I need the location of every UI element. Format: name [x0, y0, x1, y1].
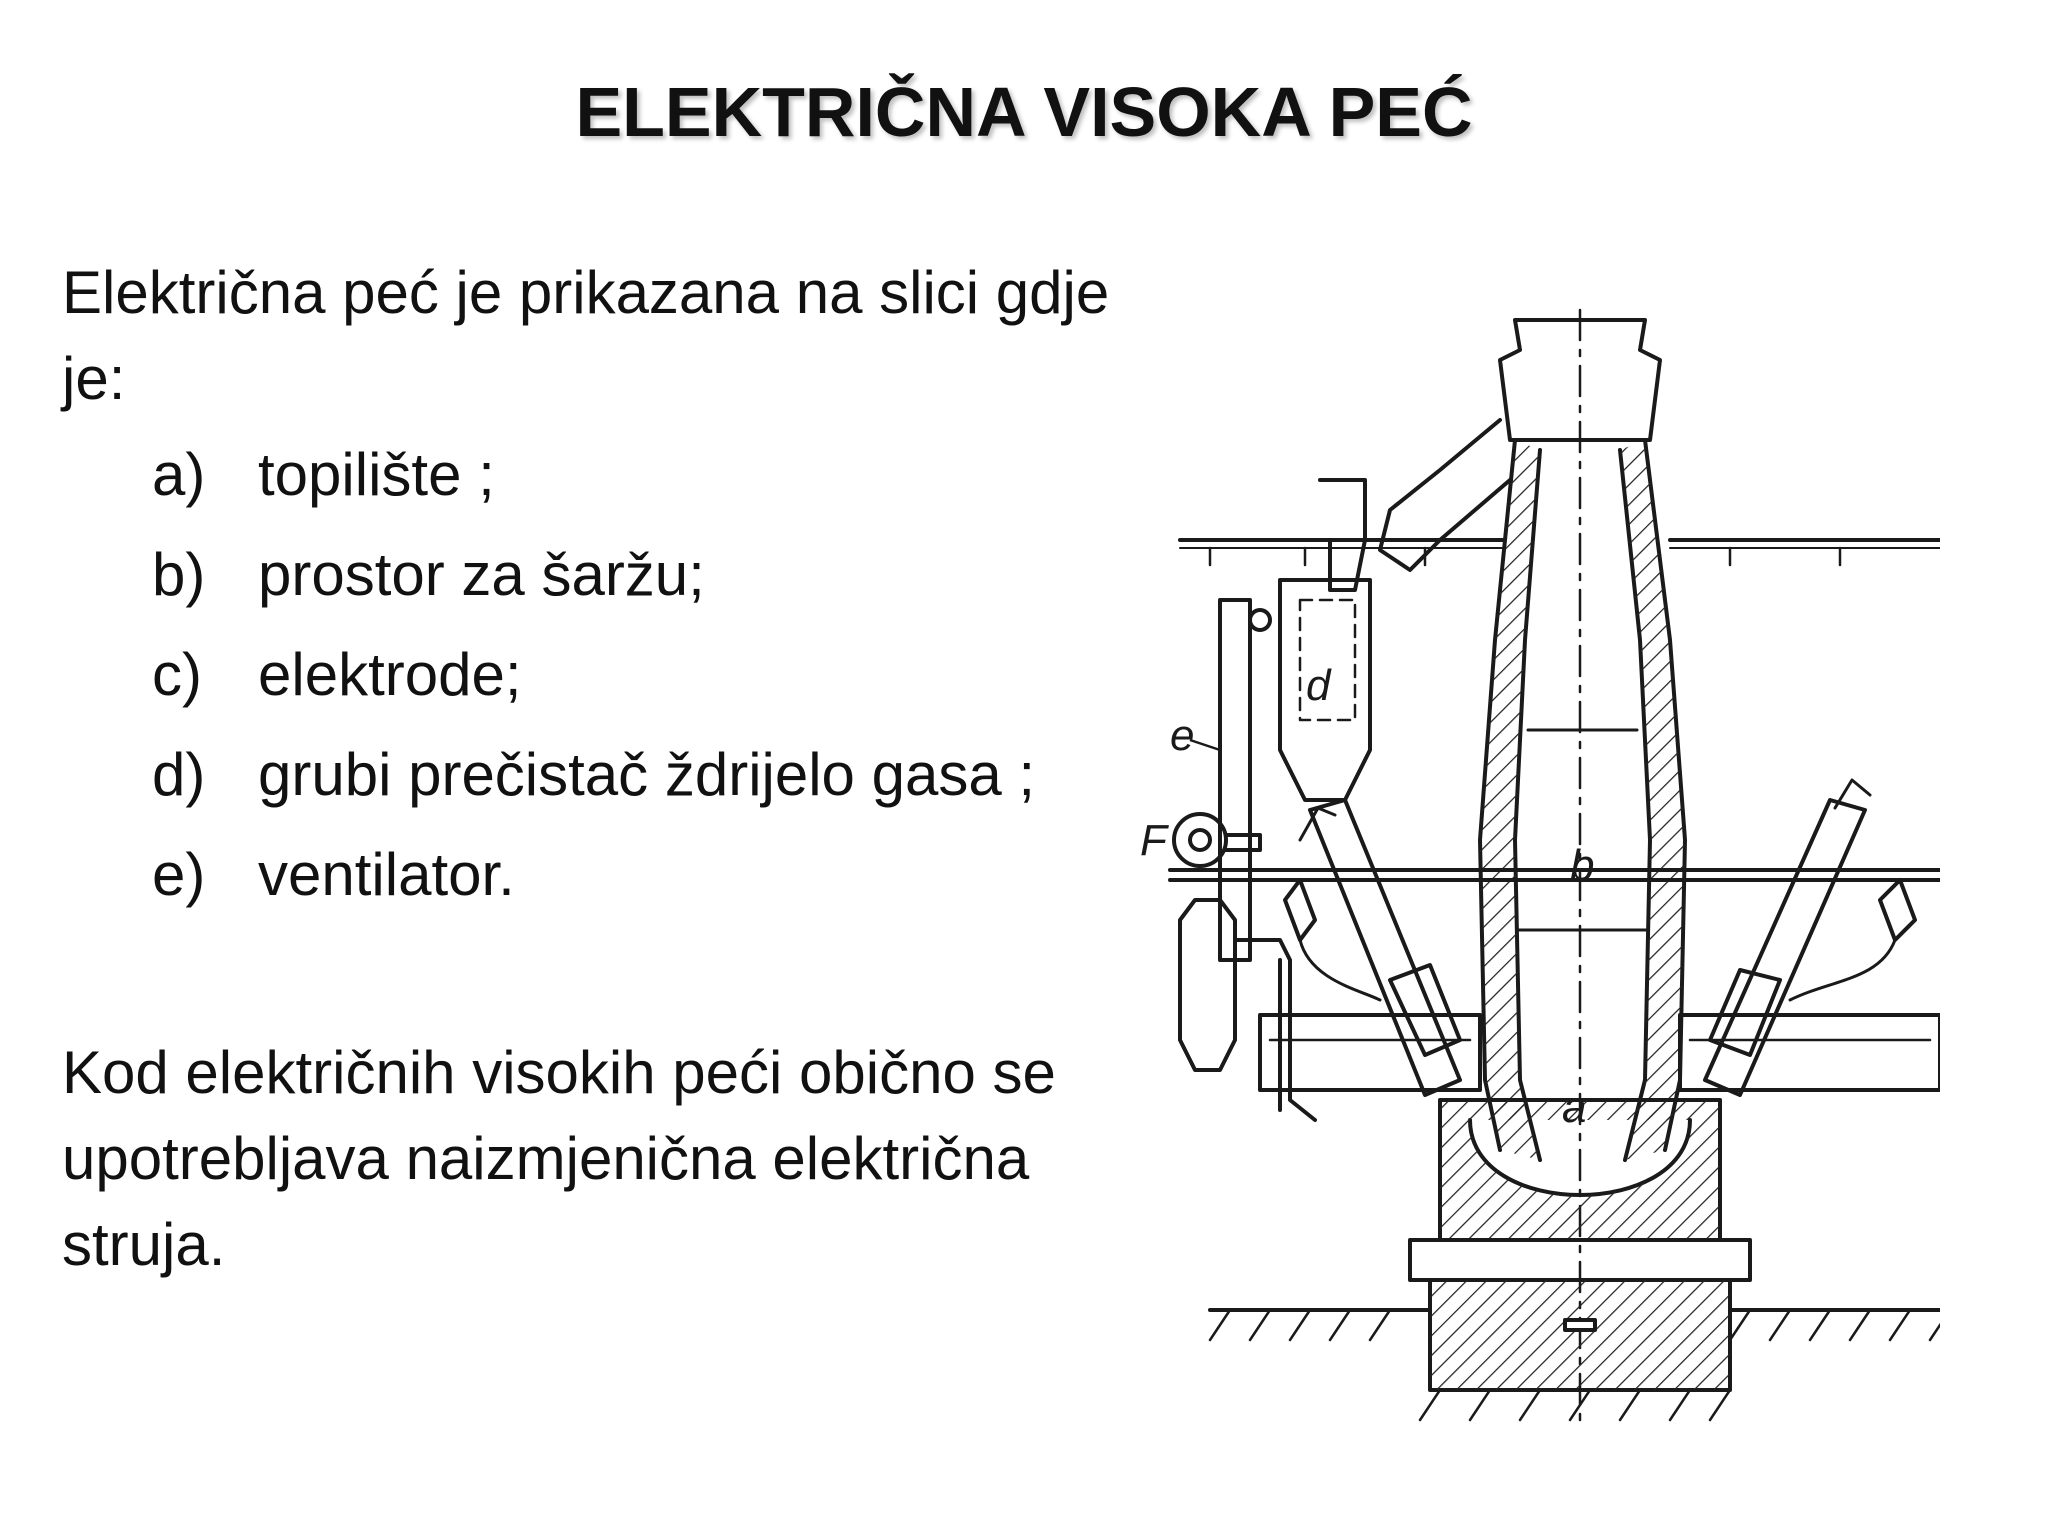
- hearth-base: [1408, 1238, 1752, 1282]
- lower-platform: [1168, 868, 1940, 882]
- list-item: e) ventilator.: [152, 832, 1035, 932]
- component-list: a) topilište ; b) prostor za šaržu; c) elek…: [152, 432, 1035, 932]
- list-marker: b): [152, 541, 206, 608]
- label-a: a: [1562, 1083, 1586, 1132]
- list-marker: a): [152, 441, 206, 508]
- list-item: d) grubi prečistač ždrijelo gasa ;: [152, 732, 1035, 832]
- throat: [1498, 318, 1662, 442]
- label-b: b: [1570, 841, 1594, 890]
- ventilator-column: [1218, 598, 1252, 962]
- list-item: c) elektrode;: [152, 632, 1035, 732]
- list-item-text: prostor za šaržu;: [258, 541, 705, 608]
- electrode-left: [1308, 798, 1462, 1097]
- list-item-text: elektrode;: [258, 641, 522, 708]
- furnace-diagram: a b d e F: [1140, 308, 1940, 1422]
- label-d: d: [1306, 661, 1332, 710]
- label-F: F: [1140, 816, 1169, 865]
- slide-title: ELEKTRIČNA VISOKA PEĆ: [575, 73, 1473, 151]
- list-item-text: ventilator.: [258, 841, 515, 908]
- outro-text: Kod električnih visokih peći obično se u…: [62, 1039, 1056, 1278]
- separator: [1178, 898, 1237, 1072]
- electrode-right: [1703, 798, 1867, 1097]
- list-item: a) topilište ;: [152, 432, 1035, 532]
- list-item-text: grubi prečistač ždrijelo gasa ;: [258, 741, 1036, 808]
- list-item-text: topilište ;: [258, 441, 495, 508]
- list-item: b) prostor za šaržu;: [152, 532, 1035, 632]
- intro-text: Električna peć je prikazana na slici gdj…: [62, 259, 1110, 412]
- list-marker: d): [152, 741, 206, 808]
- label-e: e: [1170, 711, 1194, 760]
- list-marker: e): [152, 841, 206, 908]
- fan-housing: [1172, 812, 1228, 868]
- list-marker: c): [152, 641, 202, 708]
- gas-pipe: [1378, 418, 1512, 572]
